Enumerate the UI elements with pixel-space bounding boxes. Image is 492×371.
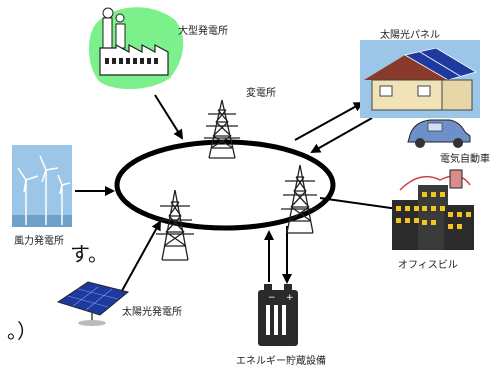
house-solar-icon bbox=[360, 40, 480, 118]
arrow-house-to-grid bbox=[310, 117, 373, 153]
arrow-plant-to-grid bbox=[154, 94, 184, 140]
arrow-grid-to-office bbox=[319, 197, 407, 214]
arrow-solarplant-to-grid bbox=[117, 220, 161, 299]
label-electric-vehicle: 電気自動車 bbox=[440, 154, 490, 165]
grid-loop bbox=[114, 139, 336, 231]
arrow-grid-to-house bbox=[294, 102, 364, 141]
clipped-text-line2: 。） bbox=[7, 319, 37, 343]
arrows bbox=[75, 94, 407, 299]
solar-array-icon bbox=[56, 281, 130, 326]
label-energy-storage: エネルギー貯蔵設備 bbox=[236, 356, 326, 367]
label-solar-panel-house: 太陽光パネル bbox=[380, 30, 440, 41]
office-building-icon bbox=[392, 169, 474, 250]
factory-icon bbox=[88, 7, 184, 90]
battery-icon: − + bbox=[258, 284, 298, 346]
svg-text:−: − bbox=[268, 293, 276, 303]
transmission-tower-icon bbox=[281, 164, 319, 234]
label-large-power-plant: 大型発電所 bbox=[178, 26, 228, 37]
label-solar-power-plant: 太陽光発電所 bbox=[122, 307, 182, 318]
wind-turbine-icon bbox=[12, 145, 72, 227]
transmission-tower-icon bbox=[156, 189, 194, 261]
label-wind-power-plant: 風力発電所 bbox=[14, 236, 64, 247]
label-office-building: オフィスビル bbox=[398, 260, 458, 271]
label-substation: 変電所 bbox=[246, 88, 276, 99]
transmission-tower-icon bbox=[204, 99, 240, 159]
clipped-text-line1: す。 bbox=[70, 242, 108, 266]
svg-text:+: + bbox=[286, 293, 294, 303]
car-icon bbox=[407, 119, 471, 148]
